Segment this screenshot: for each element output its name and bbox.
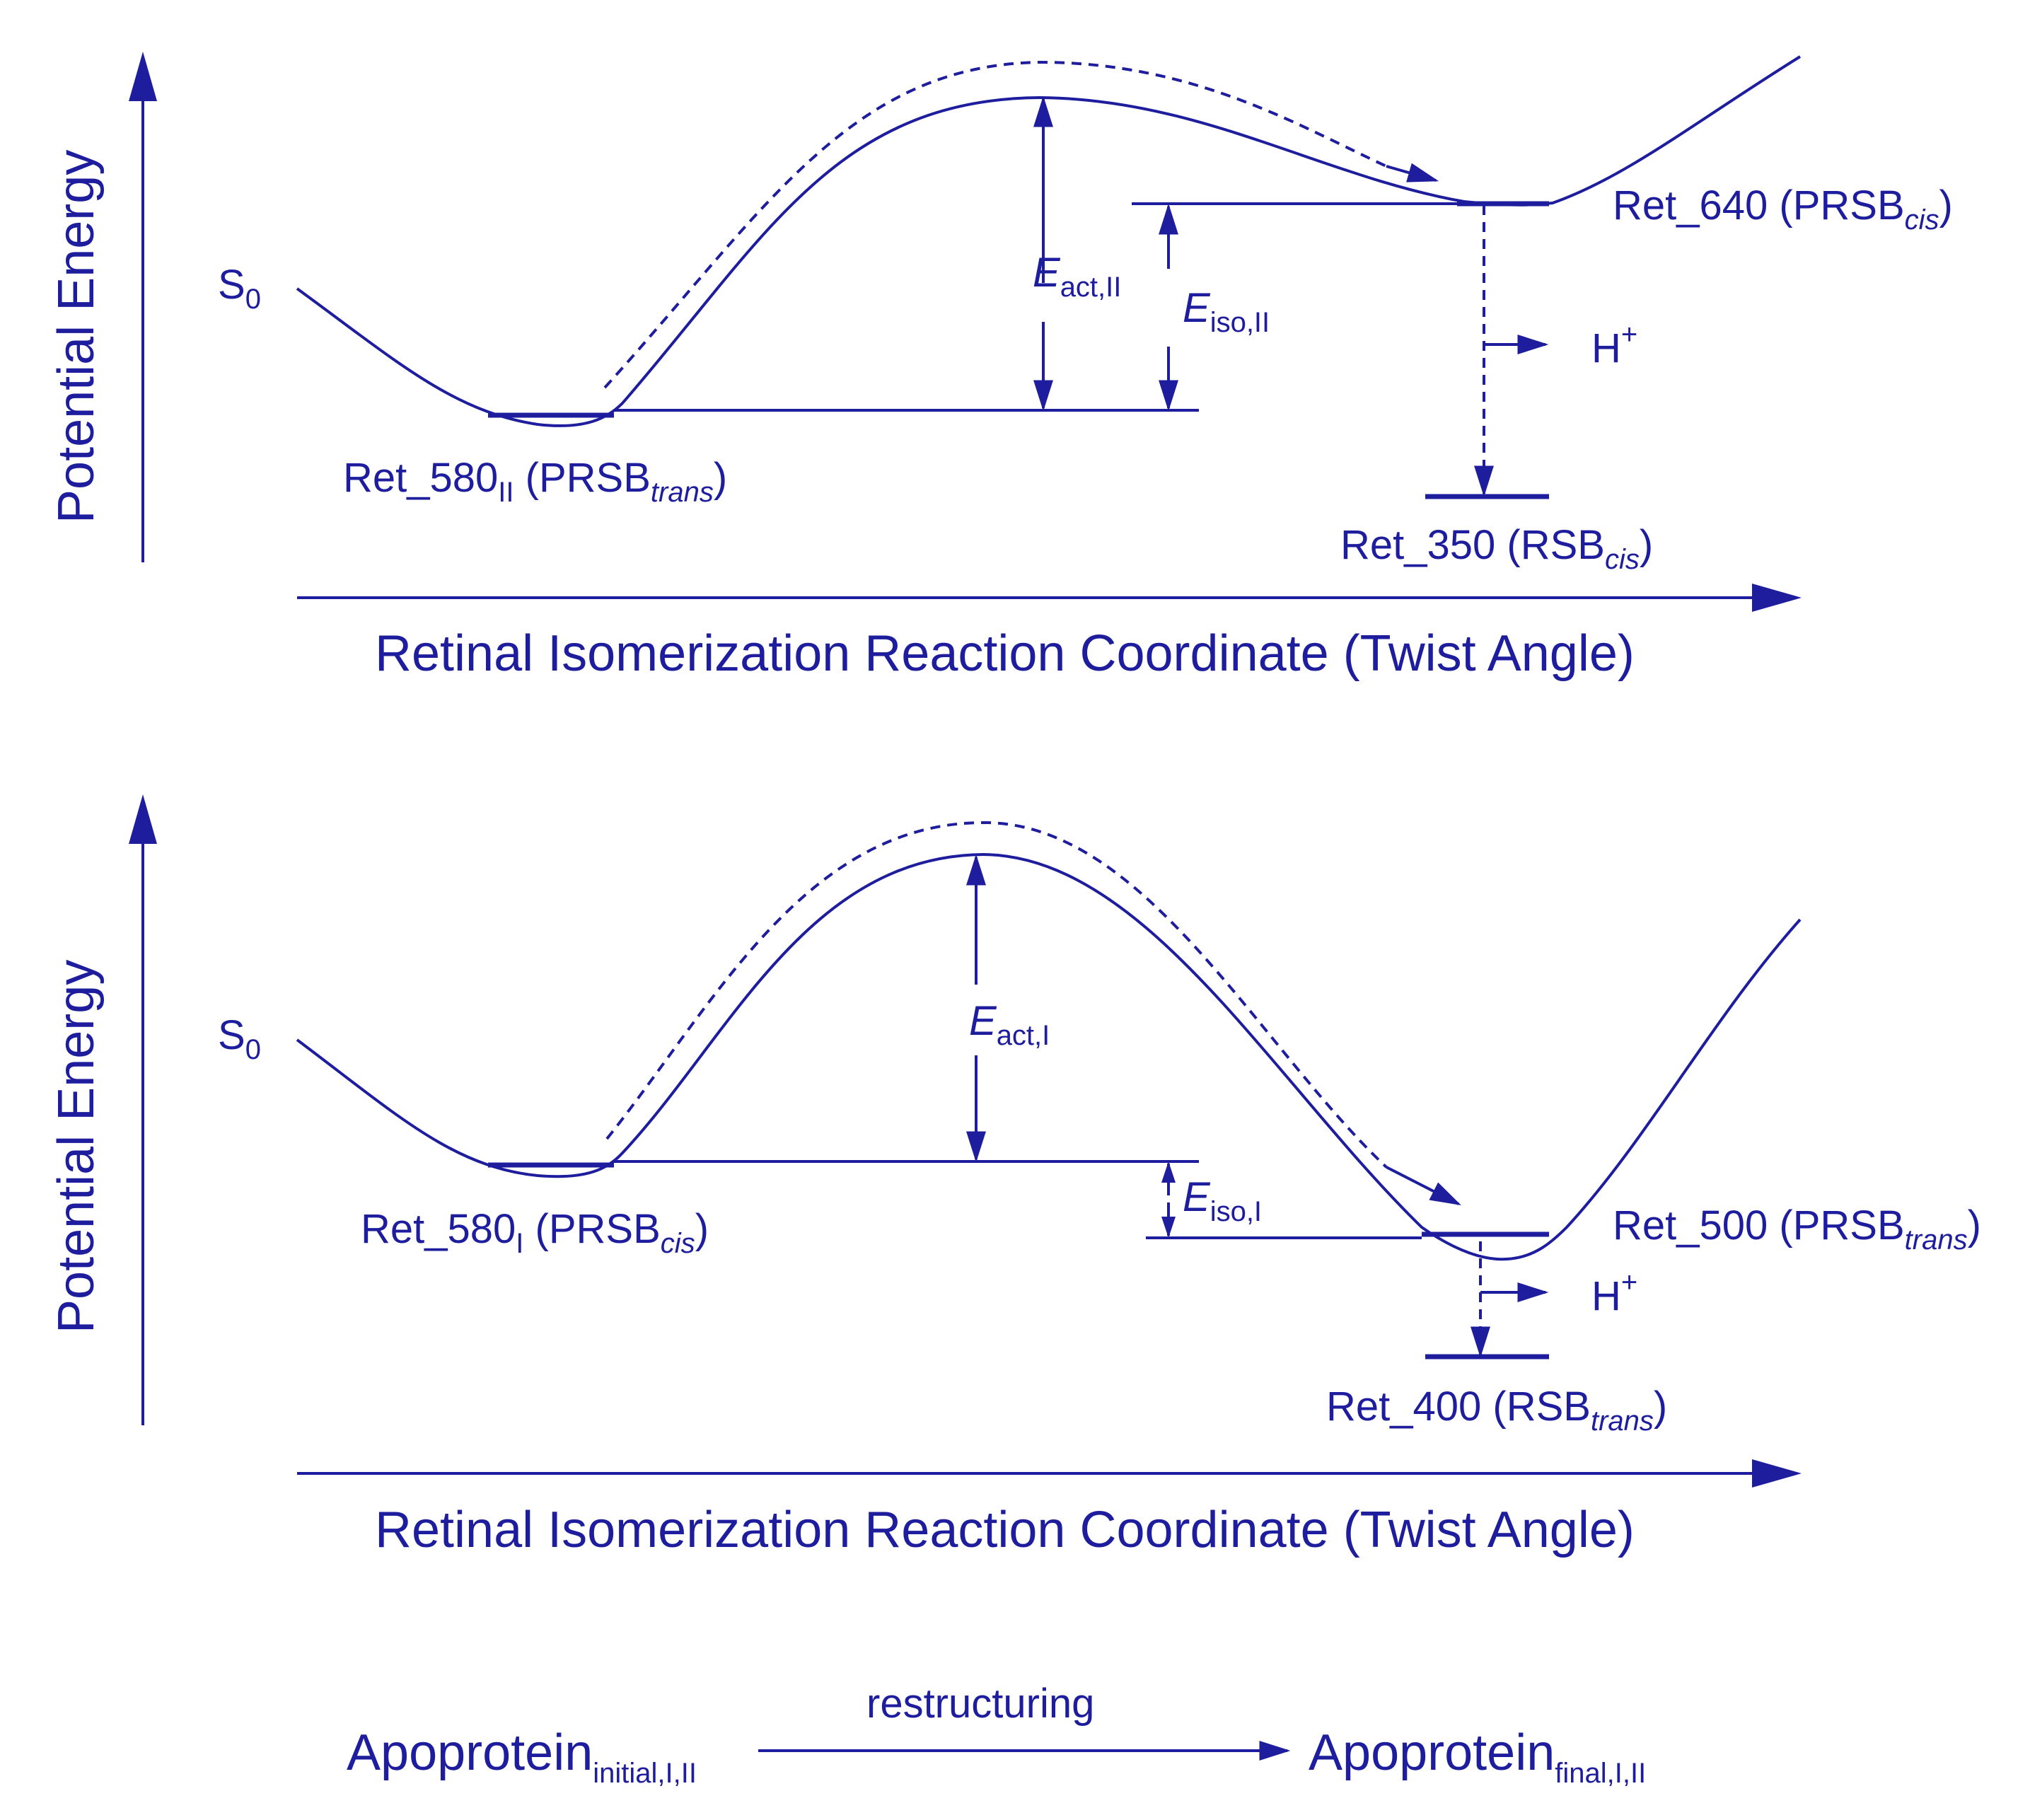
e-act-label: Eact,II <box>1033 250 1121 303</box>
x-axis-label: Retinal Isomerization Reaction Coordinat… <box>375 1502 1635 1558</box>
panel-top: Potential Energy Retinal Isomerization R… <box>48 52 1953 682</box>
panel-bottom: Potential Energy Retinal Isomerization R… <box>48 794 1981 1558</box>
state-label: S0 <box>218 1012 261 1065</box>
x-axis-label: Retinal Isomerization Reaction Coordinat… <box>375 625 1635 682</box>
apoprotein-final: Apoproteinfinal,I,II <box>1309 1725 1646 1789</box>
state-label: S0 <box>218 262 261 315</box>
restructuring-row: Apoproteininitial,I,II restructuring Apo… <box>347 1681 1646 1789</box>
y-axis-label: Potential Energy <box>48 960 105 1333</box>
e-iso-label: Eiso,I <box>1183 1174 1262 1227</box>
potential-curve <box>296 852 1802 1261</box>
apoprotein-initial: Apoproteininitial,I,II <box>347 1725 697 1789</box>
product-label: Ret_400 (RSBtrans) <box>1326 1384 1667 1437</box>
reaction-path-arrow <box>1386 163 1439 182</box>
restructuring-label: restructuring <box>866 1681 1094 1727</box>
reaction-path-arrow <box>1386 1166 1461 1205</box>
e-act-label: Eact,I <box>969 998 1050 1051</box>
product-label: Ret_350 (RSBcis) <box>1340 522 1653 575</box>
left-minimum-label: Ret_580I (PRSBcis) <box>361 1206 709 1259</box>
right-minimum-label: Ret_640 (PRSBcis) <box>1613 182 1953 236</box>
left-minimum-label: Ret_580II (PRSBtrans) <box>343 455 727 508</box>
proton-label: H+ <box>1591 319 1637 371</box>
proton-label: H+ <box>1591 1267 1637 1319</box>
e-iso-label: Eiso,II <box>1183 285 1270 338</box>
y-axis-label: Potential Energy <box>48 150 105 523</box>
reaction-path-dashed <box>603 60 1387 389</box>
right-minimum-label: Ret_500 (PRSBtrans) <box>1613 1202 1981 1256</box>
potential-curve <box>296 55 1802 427</box>
reaction-path-dashed <box>605 821 1388 1169</box>
